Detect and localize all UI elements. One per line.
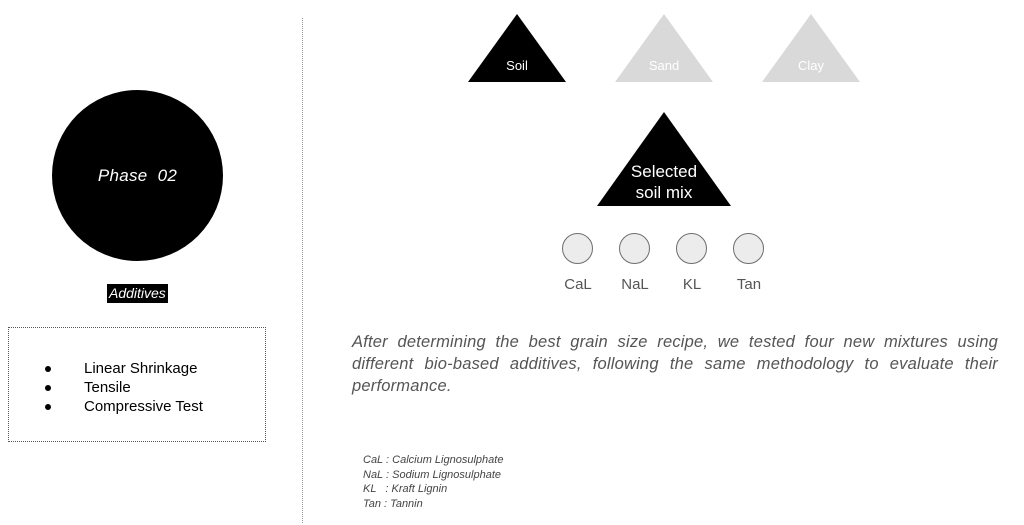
test-item: Tensile — [45, 378, 203, 397]
selected-mix-triangle — [597, 112, 731, 206]
legend-item: NaL : Sodium Lignosulphate — [363, 468, 502, 481]
component-label-soil: Soil — [506, 58, 528, 73]
selected-mix-label: Selected soil mix — [597, 161, 731, 203]
abbreviation-legend: CaL : Calcium Lignosulphate NaL : Sodium… — [363, 453, 503, 511]
additive-label-kl: KL — [682, 276, 702, 293]
test-item: Linear Shrinkage — [45, 359, 203, 378]
additive-label-tan: Tan — [736, 276, 762, 293]
additive-circle-tan — [733, 233, 764, 264]
phase-subtitle: Additives — [107, 284, 168, 303]
component-label-sand: Sand — [648, 58, 680, 73]
additive-circle-kl — [676, 233, 707, 264]
tests-box: Linear Shrinkage Tensile Compressive Tes… — [8, 327, 266, 442]
additive-circle-cal — [562, 233, 593, 264]
component-triangle-clay — [762, 14, 860, 82]
phase-circle: Phase 02 — [52, 90, 223, 261]
component-label-clay: Clay — [797, 58, 824, 73]
additive-label-nal: NaL — [621, 276, 649, 293]
description-text: After determining the best grain size re… — [352, 333, 998, 395]
component-triangle-soil — [468, 14, 566, 82]
legend-item: KL : Kraft Lignin — [363, 483, 448, 495]
vertical-divider — [302, 18, 303, 523]
test-item: Compressive Test — [45, 397, 203, 416]
legend-item: Tan : Tannin — [363, 497, 423, 510]
legend-item: CaL : Calcium Lignosulphate — [363, 454, 504, 466]
additive-circle-nal — [619, 233, 650, 264]
selected-mix-line2: soil mix — [635, 183, 693, 202]
component-triangle-sand — [615, 14, 713, 82]
tests-list: Linear Shrinkage Tensile Compressive Tes… — [45, 359, 203, 416]
additive-label-cal: CaL — [564, 276, 592, 293]
selected-mix-line1: Selected — [630, 162, 698, 181]
phase-title: Phase 02 — [97, 165, 178, 185]
